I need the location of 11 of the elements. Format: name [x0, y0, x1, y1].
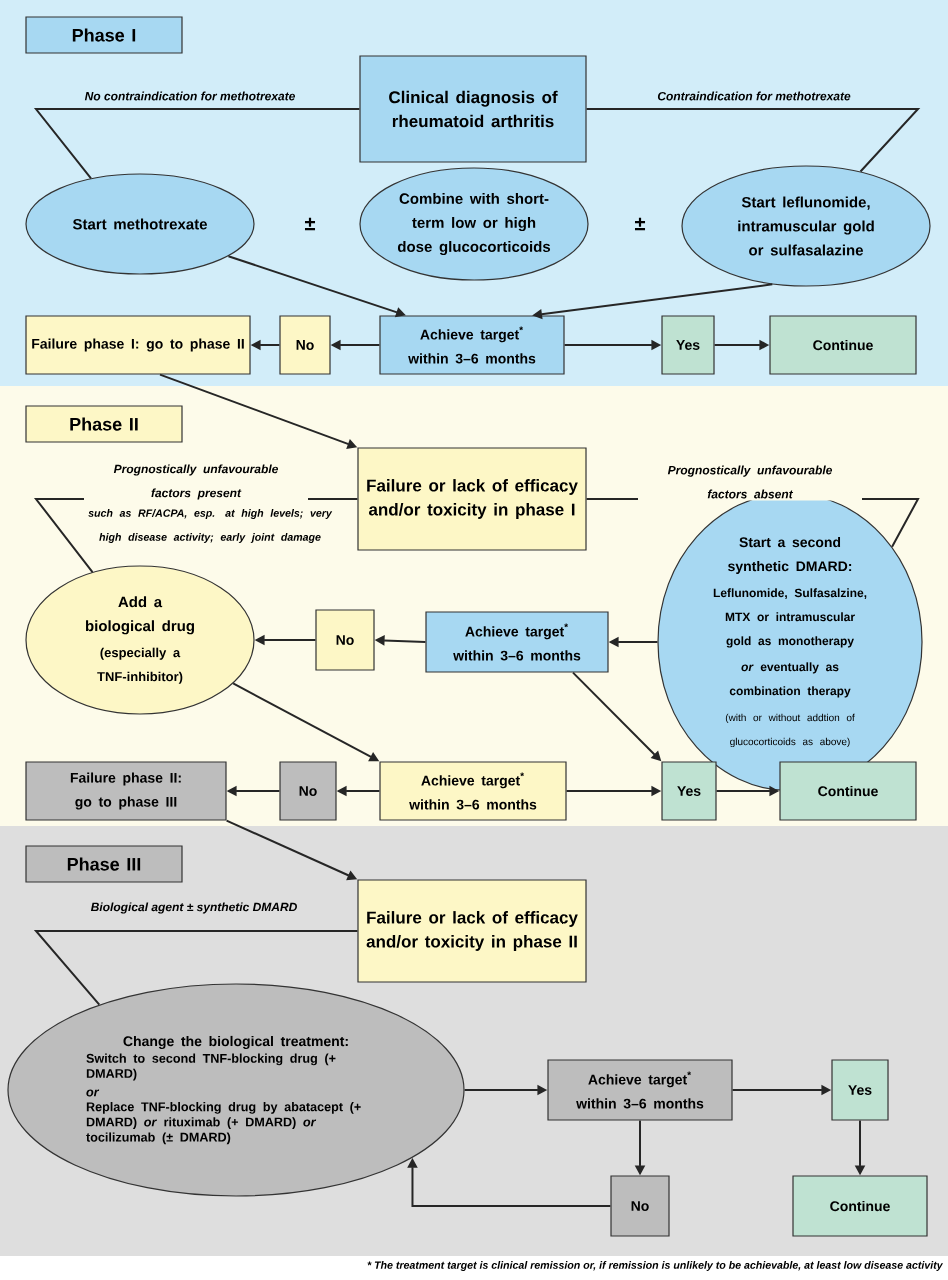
process-box: Failure or lack of efficacy and/or toxicity in phase I [357, 447, 587, 551]
connector-line [33, 930, 359, 1006]
connector-line [33, 108, 361, 180]
phase-label: Phase II [25, 405, 183, 443]
phase-label: Phase III [25, 845, 183, 883]
process-box: Clinical diagnosis of rheumatoid arthritis [359, 55, 587, 163]
plus-minus-sign: ± [635, 217, 646, 231]
connector-line [585, 108, 921, 173]
plus-minus-sign: ± [305, 217, 315, 231]
phase-label: Phase I [25, 16, 183, 54]
process-box: Failure or lack of efficacy and/or toxicity in phase II [357, 879, 587, 983]
